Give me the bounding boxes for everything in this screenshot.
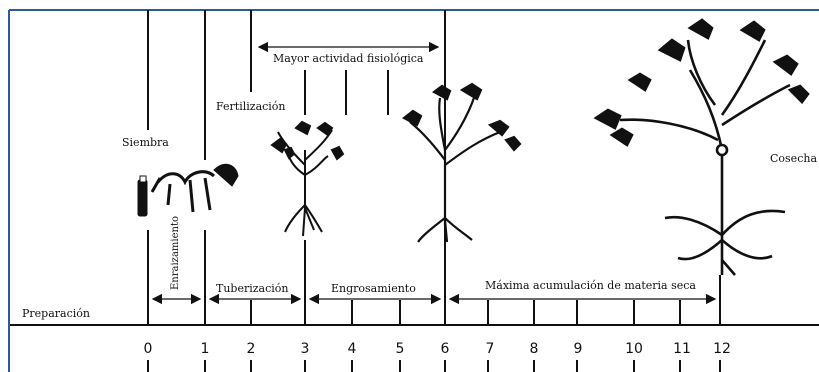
stage-labels: Preparación Siembra Fertilización Mayor … [22, 52, 817, 320]
tick-label-0: 0 [144, 341, 153, 357]
tick-label-5: 5 [396, 341, 405, 357]
plant-stage-1-seed-pieces [137, 163, 239, 217]
tick-label-2: 2 [247, 341, 256, 357]
plant-stage-3-growing [401, 82, 522, 243]
label-maxima-acumulacion: Máxima acumulación de materia seca [485, 279, 696, 292]
tick-label-6: 6 [441, 341, 450, 357]
label-cosecha: Cosecha [770, 152, 817, 165]
tick-label-8: 8 [530, 341, 539, 357]
tick-label-1: 1 [201, 341, 210, 357]
axis-tick-marks [147, 300, 721, 372]
label-mayor-actividad: Mayor actividad fisiológica [273, 52, 424, 65]
stage-arrows [151, 41, 717, 305]
tick-label-11: 11 [673, 341, 691, 357]
label-preparacion: Preparación [22, 307, 90, 320]
label-engrosamiento: Engrosamiento [331, 282, 416, 295]
tick-label-4: 4 [348, 341, 357, 357]
tick-label-7: 7 [486, 341, 495, 357]
plant-stage-4-mature [593, 18, 810, 276]
tick-label-10: 10 [625, 341, 643, 357]
tick-label-12: 12 [713, 341, 731, 357]
label-tuberizacion: Tuberización [216, 282, 289, 295]
label-fertilizacion: Fertilización [216, 100, 286, 113]
frame-border [8, 9, 819, 372]
tick-label-9: 9 [574, 341, 583, 357]
axis-tick-labels: 0 1 2 3 4 5 6 7 8 9 10 11 12 [144, 341, 731, 357]
label-siembra: Siembra [122, 136, 169, 149]
tick-label-3: 3 [301, 341, 310, 357]
label-enraizamiento: Enraizamiento [170, 216, 181, 290]
plant-stage-2-young [270, 120, 345, 237]
